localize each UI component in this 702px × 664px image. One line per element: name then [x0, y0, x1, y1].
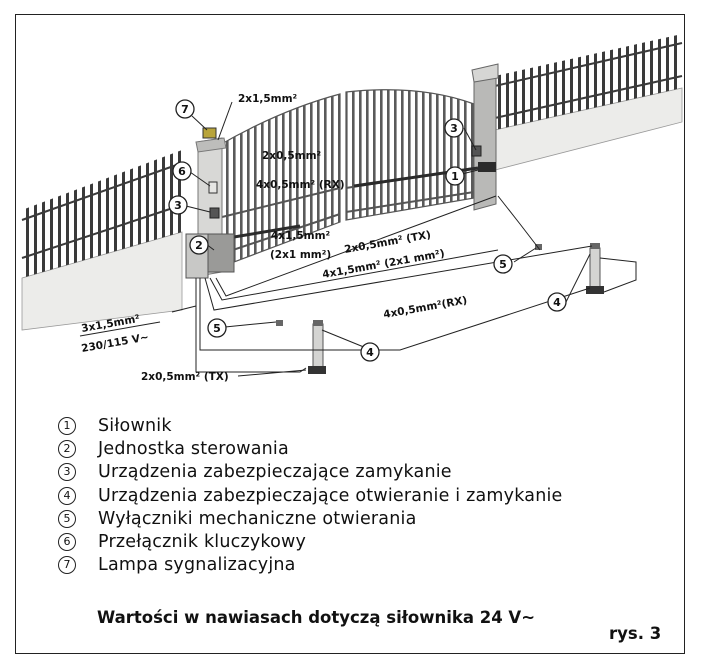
label-lamp-cable: 2x1,5mm²: [238, 93, 298, 105]
callout-7: 7: [175, 99, 195, 119]
legend-label: Urządzenia zabezpieczające otwieranie i …: [98, 485, 563, 506]
svg-text:2: 2: [195, 239, 203, 252]
photocell-left: [209, 207, 220, 219]
key-selector: [208, 181, 218, 194]
legend-number: 1: [58, 416, 76, 435]
legend-number: 7: [58, 556, 76, 575]
photocell-post-left: [308, 320, 326, 374]
label-motor-cable-24v: (2x1 mm²): [270, 249, 331, 261]
label-key-cable: 2x0,5mm²: [262, 150, 322, 162]
callout-5-left: 5: [207, 318, 227, 338]
callout-1: 1: [445, 166, 465, 186]
legend-label: Jednostka sterowania: [98, 438, 289, 459]
legend-item: 3 Urządzenia zabezpieczające zamykanie: [58, 461, 563, 484]
pillar-right: [471, 63, 499, 211]
legend-number: 6: [58, 533, 76, 552]
photocell-right: [471, 145, 482, 157]
legend-label: Urządzenia zabezpieczające zamykanie: [98, 462, 452, 483]
legend-item: 1 Siłownik: [58, 414, 563, 437]
callout-4-left: 4: [360, 342, 380, 362]
fence-left: [21, 150, 183, 278]
label-photocell-rx: 4x0,5mm² (RX): [256, 179, 345, 191]
legend-item: 2 Jednostka sterowania: [58, 437, 563, 460]
svg-text:4: 4: [553, 296, 561, 309]
label-motor-cable: 4x1,5mm²: [271, 230, 331, 242]
legend-item: 6 Przełącznik kluczykowy: [58, 530, 563, 553]
svg-text:3: 3: [174, 199, 182, 212]
warning-lamp: [202, 127, 217, 139]
legend-item: 5 Wyłączniki mechaniczne otwierania: [58, 507, 563, 530]
voltage-note: Wartości w nawiasach dotyczą siłownika 2…: [97, 608, 536, 627]
limit-switch-right: [535, 244, 542, 250]
svg-text:5: 5: [213, 322, 221, 335]
limit-switch-left: [276, 320, 283, 326]
legend-label: Wyłączniki mechaniczne otwierania: [98, 508, 417, 529]
legend-label: Lampa sygnalizacyjna: [98, 555, 296, 576]
photocell-post-right: [586, 243, 604, 294]
actuator-left: [227, 224, 301, 240]
gate-leaves: [217, 89, 475, 269]
legend-item: 4 Urządzenia zabezpieczające otwieranie …: [58, 484, 563, 507]
legend-number: 2: [58, 439, 76, 458]
svg-text:6: 6: [178, 165, 186, 178]
legend-number: 4: [58, 486, 76, 505]
callout-4-right: 4: [547, 292, 567, 312]
legend-item: 7 Lampa sygnalizacyjna: [58, 554, 563, 577]
cable-runs: [171, 101, 637, 377]
figure-label: rys. 3: [609, 624, 662, 643]
svg-text:5: 5: [499, 258, 507, 271]
callout-3-right: 3: [444, 118, 464, 138]
svg-text:7: 7: [181, 103, 189, 116]
fence-right: [494, 34, 683, 130]
svg-text:1: 1: [451, 170, 459, 183]
label-power-voltage: 230/115 V~: [80, 331, 149, 355]
svg-text:3: 3: [450, 122, 458, 135]
legend: 1 Siłownik 2 Jednostka sterowania 3 Urzą…: [58, 414, 563, 577]
callout-6: 6: [172, 161, 192, 181]
legend-label: Przełącznik kluczykowy: [98, 532, 307, 553]
legend-number: 5: [58, 509, 76, 528]
label-motor-right: 4x1,5mm² (2x1 mm²): [321, 248, 445, 281]
figure-frame: [15, 14, 685, 654]
legend-number: 3: [58, 463, 76, 482]
callout-leaders: [185, 115, 591, 353]
svg-text:4: 4: [366, 346, 374, 359]
callout-5-right: 5: [493, 254, 513, 274]
callout-2: 2: [189, 235, 209, 255]
label-rx-bottom: 4x0,5mm²(RX): [382, 294, 468, 321]
label-tx-bottom: 2x0,5mm² (TX): [141, 371, 229, 383]
callout-3-left: 3: [168, 195, 188, 215]
legend-label: Siłownik: [98, 415, 172, 436]
